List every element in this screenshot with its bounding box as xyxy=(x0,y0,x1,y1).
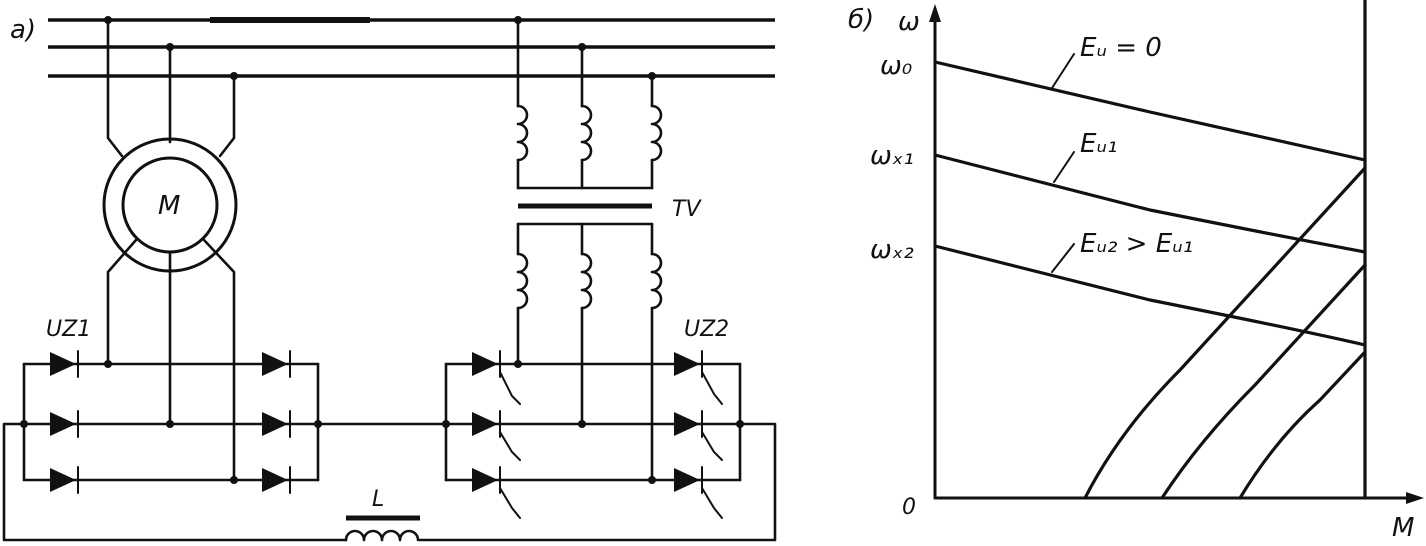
tick-omega-x1: ωₓ₁ xyxy=(870,141,914,171)
y-axis-label: ω xyxy=(898,7,920,37)
diagonal-line-2 xyxy=(1160,263,1367,500)
diagonal-line-3 xyxy=(1238,350,1367,500)
y-axis-arrow xyxy=(929,4,941,22)
motor-label: M xyxy=(158,191,180,221)
diagonal-line-1 xyxy=(1083,166,1367,500)
origin-label: 0 xyxy=(902,495,916,520)
tick-omega-x2: ωₓ₂ xyxy=(870,235,914,265)
uz2-label: UZ2 xyxy=(684,317,729,342)
speed-torque-characteristics: б) ω M 0 ω₀ ωₓ₁ ωₓ₂ Eᵤ = 0 Eᵤ₁ Eᵤ₂ > Eᵤ₁ xyxy=(848,0,1424,543)
reactor-label: L xyxy=(372,487,384,512)
label-eu2: Eᵤ₂ > Eᵤ₁ xyxy=(1080,229,1193,259)
x-axis-label: M xyxy=(1392,513,1414,543)
panel-a-label: a) xyxy=(10,15,36,45)
leader-eu1 xyxy=(1053,151,1075,183)
inverter-uz2 xyxy=(442,350,744,519)
leader-eu-0 xyxy=(1051,53,1075,89)
panel-b-label: б) xyxy=(848,5,874,35)
tick-omega-0: ω₀ xyxy=(880,51,913,81)
uz1-label: UZ1 xyxy=(46,317,91,342)
label-eu-0: Eᵤ = 0 xyxy=(1080,33,1162,63)
curve-eu-0 xyxy=(933,60,1367,162)
x-axis-arrow xyxy=(1406,492,1424,504)
curve-eu2 xyxy=(933,244,1367,347)
rectifier-uz1 xyxy=(20,350,322,494)
transformer-tv: TV xyxy=(514,16,702,482)
label-eu1: Eᵤ₁ xyxy=(1080,129,1117,159)
dc-link xyxy=(2,422,777,542)
rotor-leads xyxy=(106,238,236,482)
transformer-label: TV xyxy=(672,197,702,222)
leader-eu2 xyxy=(1051,243,1075,273)
smoothing-reactor: L xyxy=(344,487,420,542)
curve-eu1 xyxy=(933,153,1367,254)
stator-leads xyxy=(104,16,238,158)
circuit-schematic: a) M UZ1 xyxy=(2,15,777,542)
